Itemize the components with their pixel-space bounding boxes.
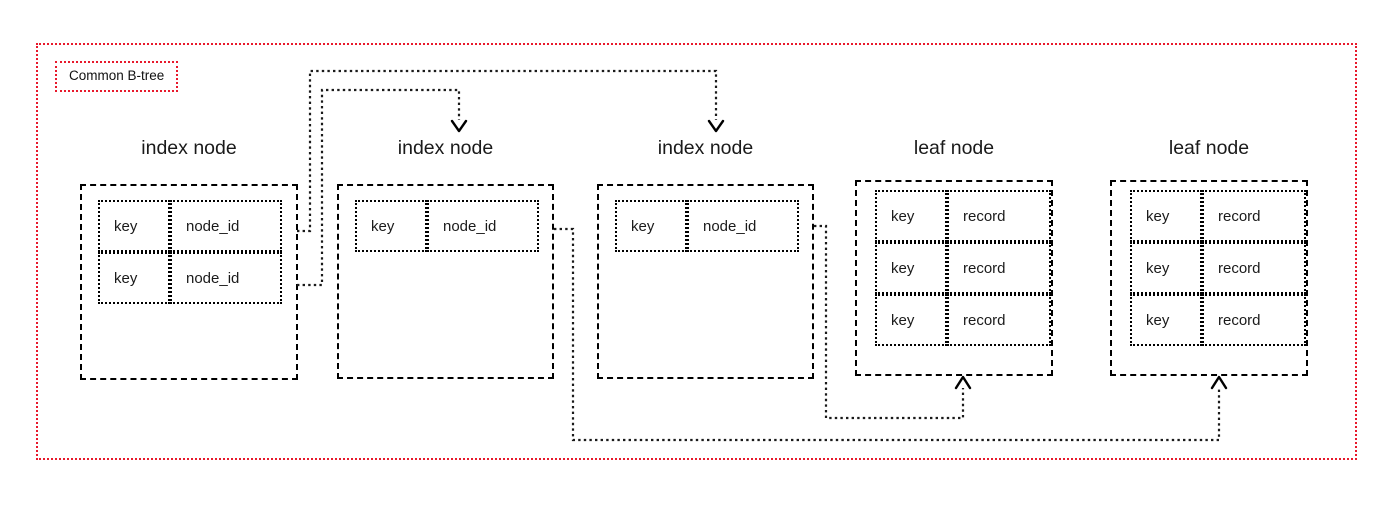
- table-row[interactable]: key node_id: [98, 252, 282, 304]
- index-node-3-title: index node: [657, 137, 754, 159]
- table-row[interactable]: key node_id: [355, 200, 539, 252]
- cell-record: record: [1202, 242, 1306, 294]
- table-row[interactable]: key node_id: [615, 200, 799, 252]
- table-row[interactable]: key record: [1130, 242, 1306, 294]
- table-row[interactable]: key record: [875, 242, 1051, 294]
- cell-node-id: node_id: [170, 252, 282, 304]
- table-row[interactable]: key record: [1130, 294, 1306, 346]
- cell-key: key: [98, 200, 170, 252]
- leaf-node-2-title: leaf node: [1168, 137, 1250, 159]
- index-node-2-title: index node: [397, 137, 494, 159]
- cell-key: key: [875, 294, 947, 346]
- cell-key: key: [875, 242, 947, 294]
- cell-record: record: [947, 294, 1051, 346]
- leaf-node-1[interactable]: key record key record key record: [855, 180, 1053, 376]
- cell-key: key: [1130, 242, 1202, 294]
- leaf-node-1-title: leaf node: [913, 137, 995, 159]
- group-frame-common-btree: [36, 43, 1357, 460]
- index-node-3[interactable]: key node_id: [597, 184, 814, 379]
- cell-key: key: [875, 190, 947, 242]
- cell-record: record: [1202, 294, 1306, 346]
- index-node-2[interactable]: key node_id: [337, 184, 554, 379]
- index-node-1-title: index node: [141, 137, 237, 159]
- index-node-1[interactable]: key node_id key node_id: [80, 184, 298, 380]
- table-row[interactable]: key record: [1130, 190, 1306, 242]
- leaf-node-2[interactable]: key record key record key record: [1110, 180, 1308, 376]
- group-label-common-btree: Common B-tree: [55, 61, 179, 92]
- cell-key: key: [615, 200, 687, 252]
- table-row[interactable]: key record: [875, 190, 1051, 242]
- cell-key: key: [355, 200, 427, 252]
- cell-node-id: node_id: [687, 200, 799, 252]
- cell-record: record: [1202, 190, 1306, 242]
- table-row[interactable]: key record: [875, 294, 1051, 346]
- cell-key: key: [98, 252, 170, 304]
- cell-record: record: [947, 190, 1051, 242]
- cell-record: record: [947, 242, 1051, 294]
- cell-node-id: node_id: [170, 200, 282, 252]
- table-row[interactable]: key node_id: [98, 200, 282, 252]
- cell-key: key: [1130, 190, 1202, 242]
- cell-key: key: [1130, 294, 1202, 346]
- cell-node-id: node_id: [427, 200, 539, 252]
